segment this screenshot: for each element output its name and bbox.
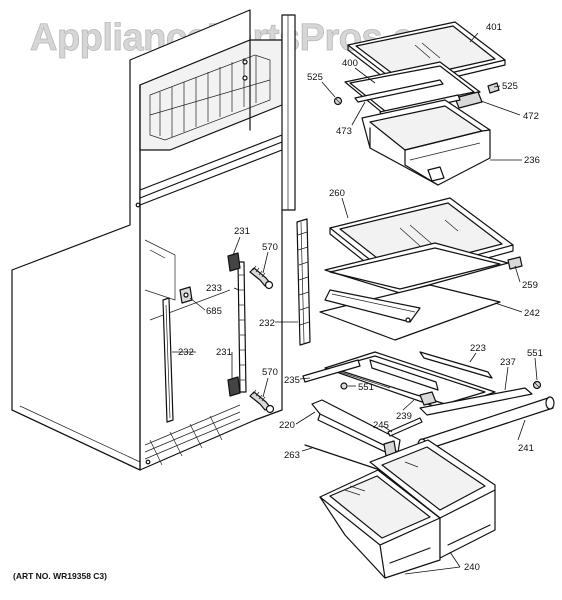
drawer-rail-473 [354,79,444,103]
support-clip-685 [179,286,193,304]
callout-259: 259 [522,280,538,291]
callout-570-bottom: 570 [262,367,278,378]
screw-525-left [333,96,343,106]
crisper-drawer-240-left [319,469,441,579]
callout-570-top: 570 [262,242,278,253]
screw-551-right [532,380,542,390]
callout-551-center: 551 [358,382,374,393]
screw-570-top [249,265,274,290]
callout-220: 220 [279,420,295,431]
callout-231-top: 231 [234,226,250,237]
callout-233: 233 [206,283,222,294]
callout-242: 242 [524,308,540,319]
rail-cap-231-bottom [227,376,241,397]
callout-685: 685 [206,306,222,317]
crisper-rail-237 [419,387,533,416]
callout-400: 400 [342,58,358,69]
callout-401: 401 [486,22,502,33]
snack-drawer-236 [361,99,491,186]
callout-239: 239 [396,411,412,422]
shelf-frame-259 [324,242,523,294]
callout-labels: 401 400 525 525 472 473 236 260 259 242 … [178,22,543,573]
shelf-support-rail-right [296,218,311,346]
callout-263: 263 [284,450,300,461]
callout-232-right: 232 [259,318,275,329]
callout-223: 223 [470,343,486,354]
callout-237: 237 [500,357,516,368]
rod-263 [304,444,381,471]
callout-260: 260 [329,188,345,199]
art-number: (ART NO. WR19358 C3) [13,571,107,581]
crisper-frame-223 [324,351,496,411]
screw-525-right [487,82,500,94]
screw-570-bottom [249,389,275,414]
callout-232-left: 232 [178,347,194,358]
shelf-support-rail-left [162,297,174,423]
callout-525-right: 525 [502,81,518,92]
callout-236: 236 [524,155,540,166]
callout-473: 473 [336,126,352,137]
refrigerator-cabinet [11,9,296,471]
callout-472: 472 [523,111,539,122]
callout-231-bottom: 231 [216,347,232,358]
callout-551-right: 551 [527,348,543,359]
shelf-ladder-233 [237,261,247,393]
crisper-bar-235 [302,359,361,383]
screw-551-center [340,382,348,390]
crisper-bracket-220 [311,399,401,459]
callout-235: 235 [284,375,300,386]
leader-lines [172,32,538,575]
rail-cap-231-top [227,252,241,272]
callout-245: 245 [373,420,389,431]
callout-240: 240 [464,562,480,573]
callout-525-left: 525 [307,72,323,83]
crisper-cover-242 [319,284,501,341]
callout-241: 241 [518,443,534,454]
crisper-slide-245 [387,417,423,437]
crisper-drawer-240-right [369,439,496,559]
